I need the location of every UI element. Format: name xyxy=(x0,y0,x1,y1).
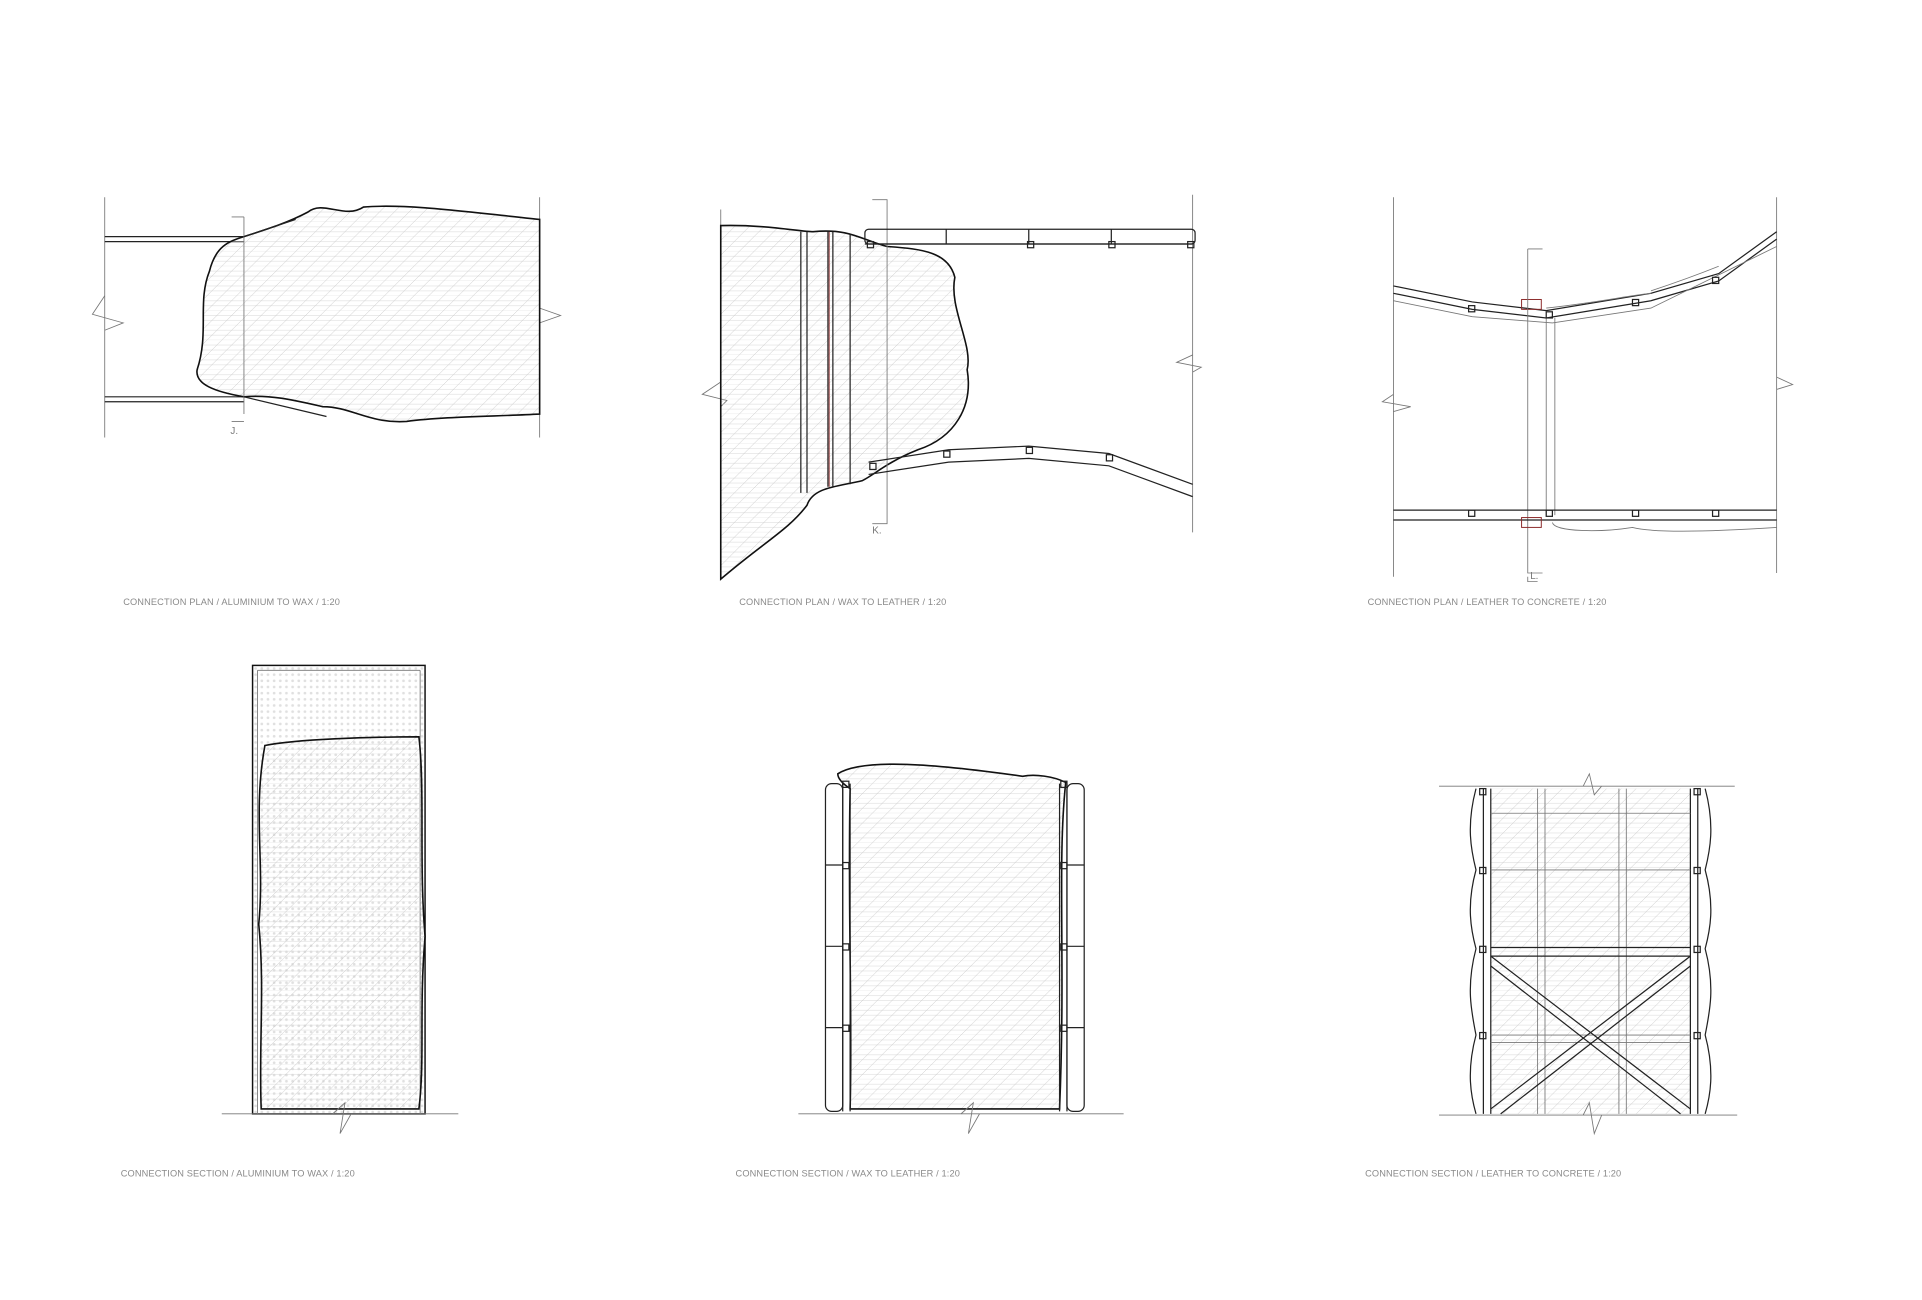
drawing-label: CONNECTION SECTION / LEATHER TO CONCRETE… xyxy=(1365,1169,1621,1179)
section-aluminium-to-wax: CONNECTION SECTION / ALUMINIUM TO WAX / … xyxy=(121,664,459,1179)
plan-wax-to-leather: K. CONNECTION PLAN / WAX TO LEATHER / 1:… xyxy=(701,194,1203,607)
plan-aluminium-to-wax: J. CONNECTION PLAN / ALUMINIUM TO WAX / … xyxy=(91,197,562,607)
drawing-label: CONNECTION PLAN / LEATHER TO CONCRETE / … xyxy=(1368,597,1607,607)
section-marker-j: J. xyxy=(230,426,238,437)
plan-leather-to-concrete: L. CONNECTION PLAN / LEATHER TO CONCRETE… xyxy=(1368,197,1794,607)
section-wax-to-leather: CONNECTION SECTION / WAX TO LEATHER / 1:… xyxy=(736,763,1124,1179)
drawing-label: CONNECTION SECTION / ALUMINIUM TO WAX / … xyxy=(121,1169,355,1179)
drawing-label: CONNECTION PLAN / WAX TO LEATHER / 1:20 xyxy=(739,597,946,607)
drawing-label: CONNECTION SECTION / WAX TO LEATHER / 1:… xyxy=(736,1169,960,1179)
section-leather-to-concrete: CONNECTION SECTION / LEATHER TO CONCRETE… xyxy=(1365,772,1738,1179)
section-marker-l: L. xyxy=(1530,571,1538,582)
section-marker-k: K. xyxy=(872,526,881,537)
drawing-label: CONNECTION PLAN / ALUMINIUM TO WAX / 1:2… xyxy=(123,597,340,607)
